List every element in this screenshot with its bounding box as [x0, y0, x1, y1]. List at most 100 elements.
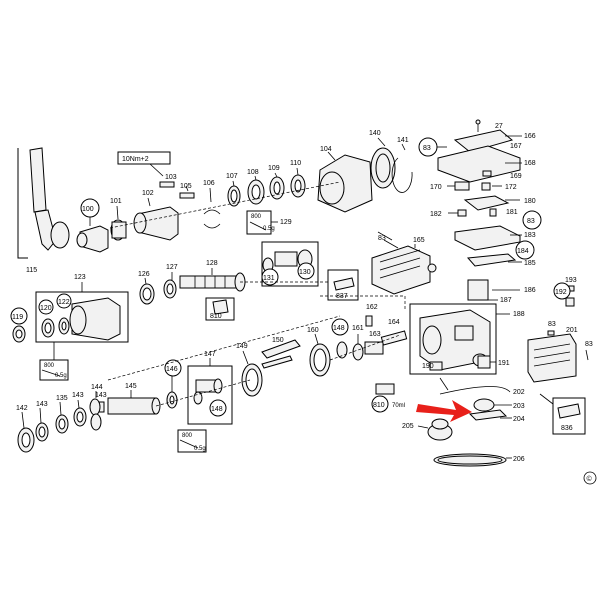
label-192: 192 — [555, 289, 567, 296]
label-193: 193 — [565, 277, 577, 284]
label-105: 105 — [180, 183, 192, 190]
label-108: 108 — [247, 169, 259, 176]
torque-note: 10Nm+2 — [122, 156, 149, 163]
label-201: 201 — [566, 327, 578, 334]
callout-122 — [56, 293, 72, 309]
label-126: 126 — [138, 271, 150, 278]
label-187: 187 — [500, 297, 512, 304]
label-202: 202 — [513, 389, 525, 396]
label-102: 102 — [142, 190, 154, 197]
label-165: 165 — [413, 237, 425, 244]
label-168: 168 — [524, 160, 536, 167]
group-147-148: 147 148 800 0.5g — [177, 351, 233, 453]
label-115: 115 — [26, 267, 37, 274]
label-160: 160 — [307, 327, 319, 334]
callout-184 — [515, 240, 535, 260]
label-103: 103 — [165, 174, 177, 181]
label-186: 186 — [524, 287, 536, 294]
label-100: 100 — [82, 206, 94, 213]
label-170: 170 — [430, 184, 442, 191]
callout-810 — [371, 395, 389, 413]
label-810: 810 — [210, 313, 222, 320]
callout-130 — [297, 262, 315, 280]
label-110: 110 — [290, 160, 301, 167]
label-119: 119 — [12, 314, 23, 321]
label-837: 837 — [336, 293, 348, 300]
electronic-module — [454, 225, 521, 251]
label-149: 149 — [236, 343, 248, 350]
label-27: 27 — [495, 123, 503, 130]
label-106: 106 — [203, 180, 215, 187]
label-184: 184 — [517, 248, 529, 255]
label-145: 145 — [125, 383, 137, 390]
label-181: 181 — [506, 209, 518, 216]
svg-text:800: 800 — [182, 433, 193, 439]
grease-amount: 800 — [251, 214, 262, 220]
sleeve-150-149: 150 149 — [236, 337, 301, 397]
label-135: 135 — [56, 395, 68, 402]
svg-text:0.5g: 0.5g — [55, 373, 67, 379]
copyright-mark: © — [587, 475, 593, 483]
callout-192 — [553, 282, 571, 300]
label-810: 810 — [373, 402, 385, 409]
rear-cover-201 — [527, 333, 577, 383]
label-83: 83 — [585, 341, 593, 348]
label-205: 205 — [402, 423, 414, 430]
gear-group-130-131: 131 130 — [261, 241, 319, 287]
label-128: 128 — [206, 260, 218, 267]
brush-housing-165: 83 165 — [320, 231, 437, 310]
label-83: 83 — [378, 235, 386, 242]
label-143: 143 — [72, 392, 84, 399]
svg-text:800: 800 — [44, 363, 55, 369]
switch-assembly — [463, 195, 510, 211]
label-188: 188 — [513, 311, 525, 318]
callout-148 — [331, 318, 349, 336]
label-166: 166 — [524, 133, 536, 140]
label-130: 130 — [299, 269, 311, 276]
callout-148 — [209, 399, 227, 417]
label-162: 162 — [366, 304, 378, 311]
callout-120 — [38, 299, 54, 315]
striker-group: 146 145 144 — [89, 315, 341, 416]
label-164: 164 — [388, 319, 400, 326]
part-837: 837 — [327, 269, 359, 301]
label-150: 150 — [272, 337, 284, 344]
label-147: 147 — [204, 351, 216, 358]
label-143: 143 — [36, 401, 48, 408]
label-144: 144 — [91, 384, 103, 391]
striker-145 — [107, 397, 157, 415]
front-rings: 143 135 143 142 143 — [16, 392, 107, 453]
brush-holder — [371, 245, 431, 295]
label-107: 107 — [226, 173, 238, 180]
label-169: 169 — [510, 173, 522, 180]
label-141: 141 — [397, 137, 409, 144]
label-148: 148 — [333, 325, 345, 332]
label-180: 180 — [524, 198, 536, 205]
motor-cover — [437, 145, 521, 183]
callout-146 — [164, 359, 182, 377]
label-167: 167 — [510, 143, 522, 150]
side-handle — [29, 147, 47, 213]
label-129: 129 — [280, 219, 292, 226]
motor-group: 186 193 192 187 188 83 201 83 190 191 20… — [402, 277, 593, 467]
highlight-arrow — [416, 400, 472, 422]
grease-volume: 70ml — [392, 403, 405, 409]
label-185: 185 — [524, 260, 536, 267]
label-172: 172 — [505, 184, 517, 191]
label-206: 206 — [513, 456, 525, 463]
callout-83 — [522, 210, 542, 230]
label-122: 122 — [58, 299, 70, 306]
label-142: 142 — [16, 405, 28, 412]
label-143: 143 — [95, 392, 107, 399]
svg-text:0.5g: 0.5g — [194, 446, 206, 452]
top-cover-group: 27 166 83 167 168 169 170 172 180 182 18… — [418, 119, 542, 267]
upper-drive-group: 140 141 104 110 109 108 107 106 — [17, 130, 413, 274]
label-203: 203 — [513, 403, 525, 410]
label-123: 123 — [74, 274, 86, 281]
label-163: 163 — [369, 331, 381, 338]
label-83: 83 — [548, 321, 556, 328]
shaft-128 — [179, 275, 241, 289]
grease-70ml: 810 70ml — [371, 383, 405, 413]
label-204: 204 — [513, 416, 525, 423]
label-131: 131 — [263, 275, 275, 282]
